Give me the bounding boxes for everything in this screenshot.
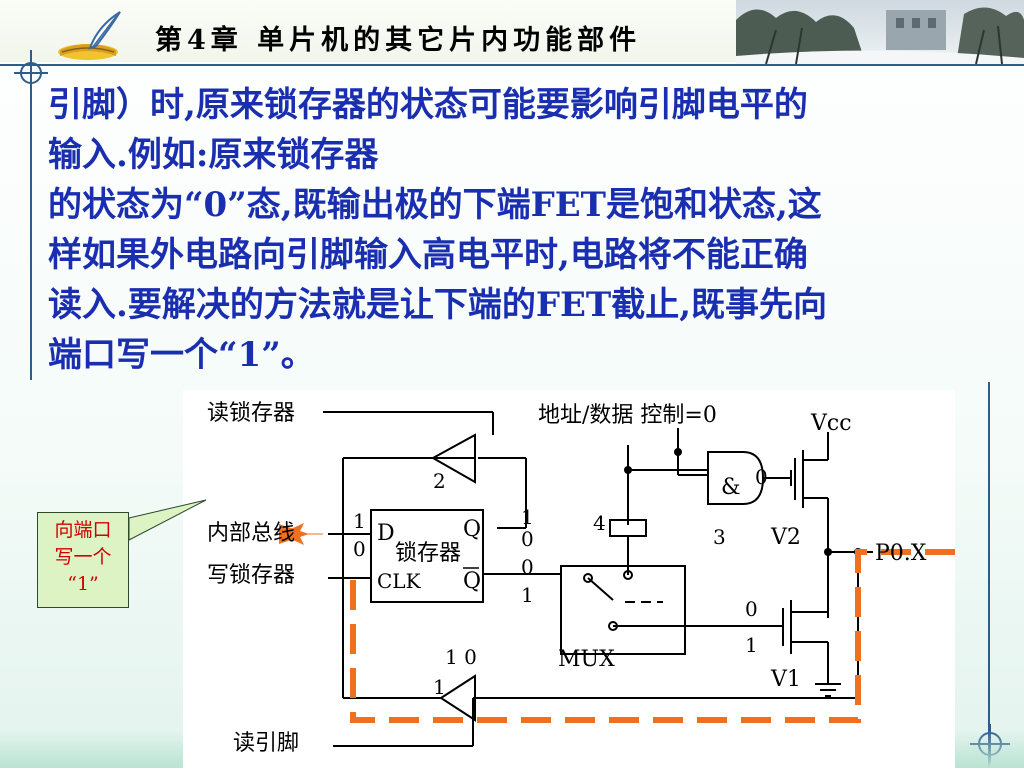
buffer-number: 1 bbox=[433, 675, 446, 699]
bit-label: 0 bbox=[521, 527, 534, 551]
callout-line: 写一个 bbox=[54, 546, 112, 568]
port-circuit-diagram: 读锁存器 地址/数据 控制=0 Vcc 内部总线 写锁存器 读引脚 锁存器 D … bbox=[207, 401, 983, 756]
buffer-number: 2 bbox=[433, 469, 446, 493]
write-latch-label: 写锁存器 bbox=[207, 563, 295, 588]
body-line: 引脚）时,原来锁存器的状态可能要影响引脚电平的 bbox=[48, 85, 808, 125]
latch-label: 锁存器 bbox=[395, 541, 461, 566]
bit-label: 1 bbox=[521, 583, 534, 607]
callout-box: 向端口 写一个 “1” bbox=[37, 512, 129, 608]
port-label: P0.X bbox=[875, 541, 927, 566]
read-latch-label: 读锁存器 bbox=[207, 401, 295, 426]
v1-label: V1 bbox=[770, 667, 801, 692]
body-line: 端口写一个“1”。 bbox=[48, 335, 315, 375]
body-line: 样如果外电路向引脚输入高电平时,电路将不能正确 bbox=[48, 235, 808, 275]
circuit-panel: 读锁存器 地址/数据 控制=0 Vcc 内部总线 写锁存器 读引脚 锁存器 D … bbox=[183, 390, 983, 768]
page-title: 第4章 单片机的其它片内功能部件 bbox=[155, 25, 642, 56]
callout-line: “1” bbox=[67, 573, 99, 595]
callout-line: 向端口 bbox=[54, 519, 112, 541]
v2-label: V2 bbox=[770, 525, 801, 550]
bit-label: 0 bbox=[521, 555, 534, 579]
quill-and-book-icon bbox=[58, 11, 121, 60]
bit-label: 0 bbox=[353, 537, 366, 561]
latch-d-label: D bbox=[377, 521, 395, 546]
bit-label: 1 bbox=[353, 509, 366, 533]
bit-label: 0 bbox=[755, 465, 768, 489]
crosshair-icon bbox=[14, 56, 48, 90]
addr-data-ctrl-label: 地址/数据 控制=0 bbox=[538, 403, 717, 428]
and-gate-label: & bbox=[721, 475, 741, 500]
body-line: 的状态为“0”态,既输出极的下端FET是饱和状态,这 bbox=[48, 185, 822, 225]
body-line: 读入.要解决的方法就是让下端的FET截止,既事先向 bbox=[48, 285, 828, 325]
gate-number: 3 bbox=[713, 525, 726, 549]
vcc-label: Vcc bbox=[810, 411, 852, 436]
bit-label: 0 bbox=[745, 597, 758, 621]
body-paragraph: 引脚）时,原来锁存器的状态可能要影响引脚电平的 输入.例如:原来锁存器 的状态为… bbox=[48, 80, 978, 380]
mux-label: MUX bbox=[558, 647, 615, 672]
inverter-number: 4 bbox=[593, 511, 606, 535]
read-pin-label: 读引脚 bbox=[233, 731, 299, 756]
body-line: 输入.例如:原来锁存器 bbox=[48, 135, 379, 175]
snowy-trees-photo bbox=[736, 0, 1024, 64]
latch-clk-label: CLK bbox=[377, 569, 422, 593]
latch-qbar-label: Q bbox=[463, 569, 481, 594]
bit-label: 1 bbox=[521, 505, 534, 529]
bit-label: 1 0 bbox=[445, 645, 477, 669]
bit-label: 1 bbox=[745, 633, 758, 657]
frame-line-horizontal bbox=[0, 64, 1024, 66]
internal-bus-label: 内部总线 bbox=[207, 521, 295, 546]
frame-line-left bbox=[30, 50, 32, 380]
latch-q-label: Q bbox=[463, 517, 481, 542]
frame-line-right bbox=[988, 382, 990, 768]
callout-pointer bbox=[128, 499, 207, 541]
